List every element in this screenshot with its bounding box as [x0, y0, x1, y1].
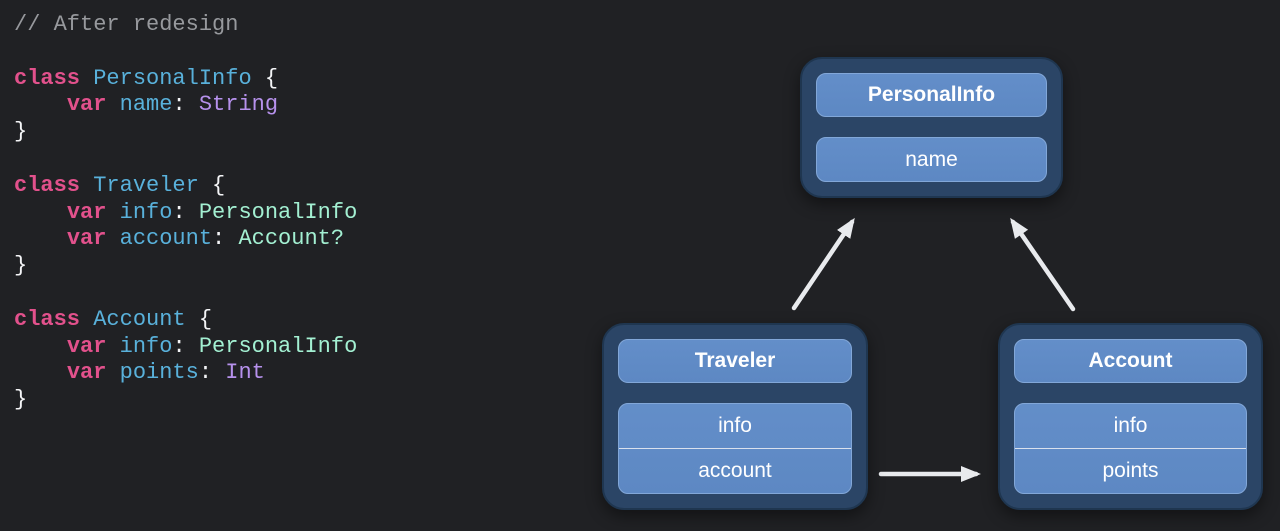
code-line: class Traveler { — [14, 173, 357, 200]
code-token — [106, 92, 119, 117]
code-line: } — [14, 253, 357, 280]
code-line — [14, 146, 357, 173]
code-token: String — [198, 92, 279, 118]
class-node-personalinfo: PersonalInfo name — [800, 57, 1063, 198]
node-fields: name — [816, 137, 1047, 182]
code-token: var — [66, 92, 107, 118]
code-token: var — [66, 360, 107, 386]
code-line: var info: PersonalInfo — [14, 334, 357, 361]
node-title: Traveler — [618, 339, 852, 383]
code-token: PersonalInfo — [198, 333, 358, 359]
arrow-traveler-to-personalinfo — [791, 217, 855, 311]
class-node-account: Account info points — [998, 323, 1263, 510]
field-name: name — [905, 147, 958, 171]
code-token — [14, 92, 67, 117]
node-title: Account — [1014, 339, 1247, 383]
code-line: var points: Int — [14, 360, 357, 387]
code-token: Int — [225, 360, 265, 386]
code-token: class — [14, 172, 81, 198]
code-token: var — [66, 226, 107, 252]
code-token: points — [119, 360, 199, 386]
code-token — [106, 360, 119, 385]
node-fields: info account — [618, 403, 852, 494]
code-token: } — [14, 119, 28, 145]
code-token — [80, 307, 93, 332]
code-line: } — [14, 119, 357, 146]
code-block: // After redesign class PersonalInfo { v… — [14, 12, 357, 414]
code-token: info — [119, 199, 173, 225]
code-line — [14, 39, 357, 66]
code-line — [14, 280, 357, 307]
code-token — [80, 173, 93, 198]
class-node-traveler: Traveler info account — [602, 323, 868, 510]
field-info: info — [718, 414, 752, 437]
code-token — [14, 334, 67, 359]
code-token — [14, 360, 67, 385]
code-token: info — [119, 333, 173, 359]
field-info: info — [1113, 414, 1148, 437]
code-token — [80, 66, 93, 91]
node-title: PersonalInfo — [816, 73, 1047, 117]
arrow-account-to-personalinfo — [1010, 217, 1076, 312]
code-token — [106, 226, 119, 251]
code-token: var — [66, 333, 107, 359]
code-token: class — [14, 65, 81, 91]
code-token: account — [119, 226, 213, 252]
code-token — [106, 200, 119, 225]
code-line: class PersonalInfo { — [14, 66, 357, 93]
code-token: Account? — [238, 226, 345, 252]
code-token: : — [172, 199, 199, 225]
code-token: : — [172, 92, 199, 118]
code-token — [14, 200, 67, 225]
code-token: } — [14, 253, 28, 279]
field-points: points — [1015, 448, 1246, 493]
code-token: class — [14, 306, 81, 332]
code-token: var — [66, 199, 107, 225]
code-token: // After redesign — [14, 12, 239, 37]
code-token — [14, 226, 67, 251]
code-token: Traveler — [93, 172, 199, 198]
code-token: Account — [93, 306, 186, 332]
code-line: class Account { — [14, 307, 357, 334]
code-line: } — [14, 387, 357, 414]
code-line: // After redesign — [14, 12, 357, 39]
code-token: PersonalInfo — [93, 65, 252, 91]
code-token: name — [119, 92, 173, 118]
code-token: : — [212, 226, 239, 252]
code-token: { — [198, 172, 226, 198]
code-line: var info: PersonalInfo — [14, 200, 357, 227]
code-token: } — [14, 387, 28, 413]
code-token: PersonalInfo — [198, 199, 358, 225]
code-token: { — [185, 306, 213, 332]
code-line: var account: Account? — [14, 226, 357, 253]
code-token — [106, 334, 119, 359]
code-line: var name: String — [14, 92, 357, 119]
node-fields: info points — [1014, 403, 1247, 494]
code-token: : — [198, 360, 226, 386]
code-token: : — [172, 333, 199, 359]
field-account: account — [619, 448, 851, 493]
code-token: { — [251, 65, 279, 91]
